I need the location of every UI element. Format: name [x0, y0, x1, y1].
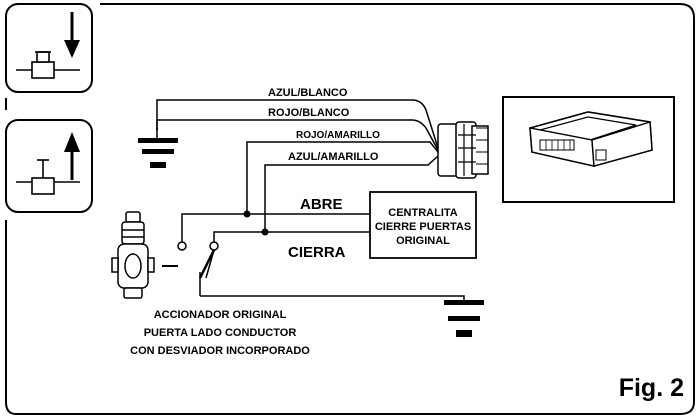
- actuator-line2: PUERTA LADO CONDUCTOR: [144, 327, 297, 339]
- wire-rojo-blanco: [156, 119, 439, 151]
- ground-icon: [444, 300, 484, 337]
- label-abre: ABRE: [300, 196, 343, 213]
- lock-up-icon: [5, 119, 93, 213]
- wire-azul-amarillo: [264, 155, 439, 232]
- wire-rojo-amarillo: [246, 141, 439, 212]
- wire-azul-blanco: [156, 99, 439, 149]
- actuator-icon: [111, 211, 155, 299]
- figure-label: Fig. 2: [619, 374, 684, 402]
- actuator-line3: CON DESVIADOR INCORPORADO: [130, 345, 310, 357]
- label-azul-amarillo: AZUL/AMARILLO: [288, 151, 379, 163]
- cierra-line: [213, 231, 370, 242]
- label-rojo-amarillo: ROJO/AMARILLO: [296, 130, 380, 141]
- door-switch: [162, 241, 219, 296]
- ground-wire: [200, 295, 465, 300]
- abre-line: [181, 213, 370, 242]
- centralita-box: [369, 191, 477, 259]
- junction-dot: [243, 210, 251, 218]
- actuator-line1: ACCIONADOR ORIGINAL: [154, 309, 287, 321]
- centralita-line1: CENTRALITA: [388, 207, 458, 219]
- module-icon: [502, 96, 675, 203]
- label-rojo-blanco: ROJO/BLANCO: [268, 107, 350, 119]
- centralita-line2: CIERRE PUERTAS: [375, 221, 471, 233]
- lock-down-icon: [5, 3, 93, 93]
- ground-icon: [138, 128, 178, 168]
- outer-frame: [5, 3, 695, 415]
- label-cierra: CIERRA: [288, 244, 346, 261]
- label-azul-blanco: AZUL/BLANCO: [268, 87, 348, 99]
- centralita-line3: ORIGINAL: [396, 235, 450, 247]
- connector-icon: [437, 121, 489, 179]
- junction-dot: [261, 228, 269, 236]
